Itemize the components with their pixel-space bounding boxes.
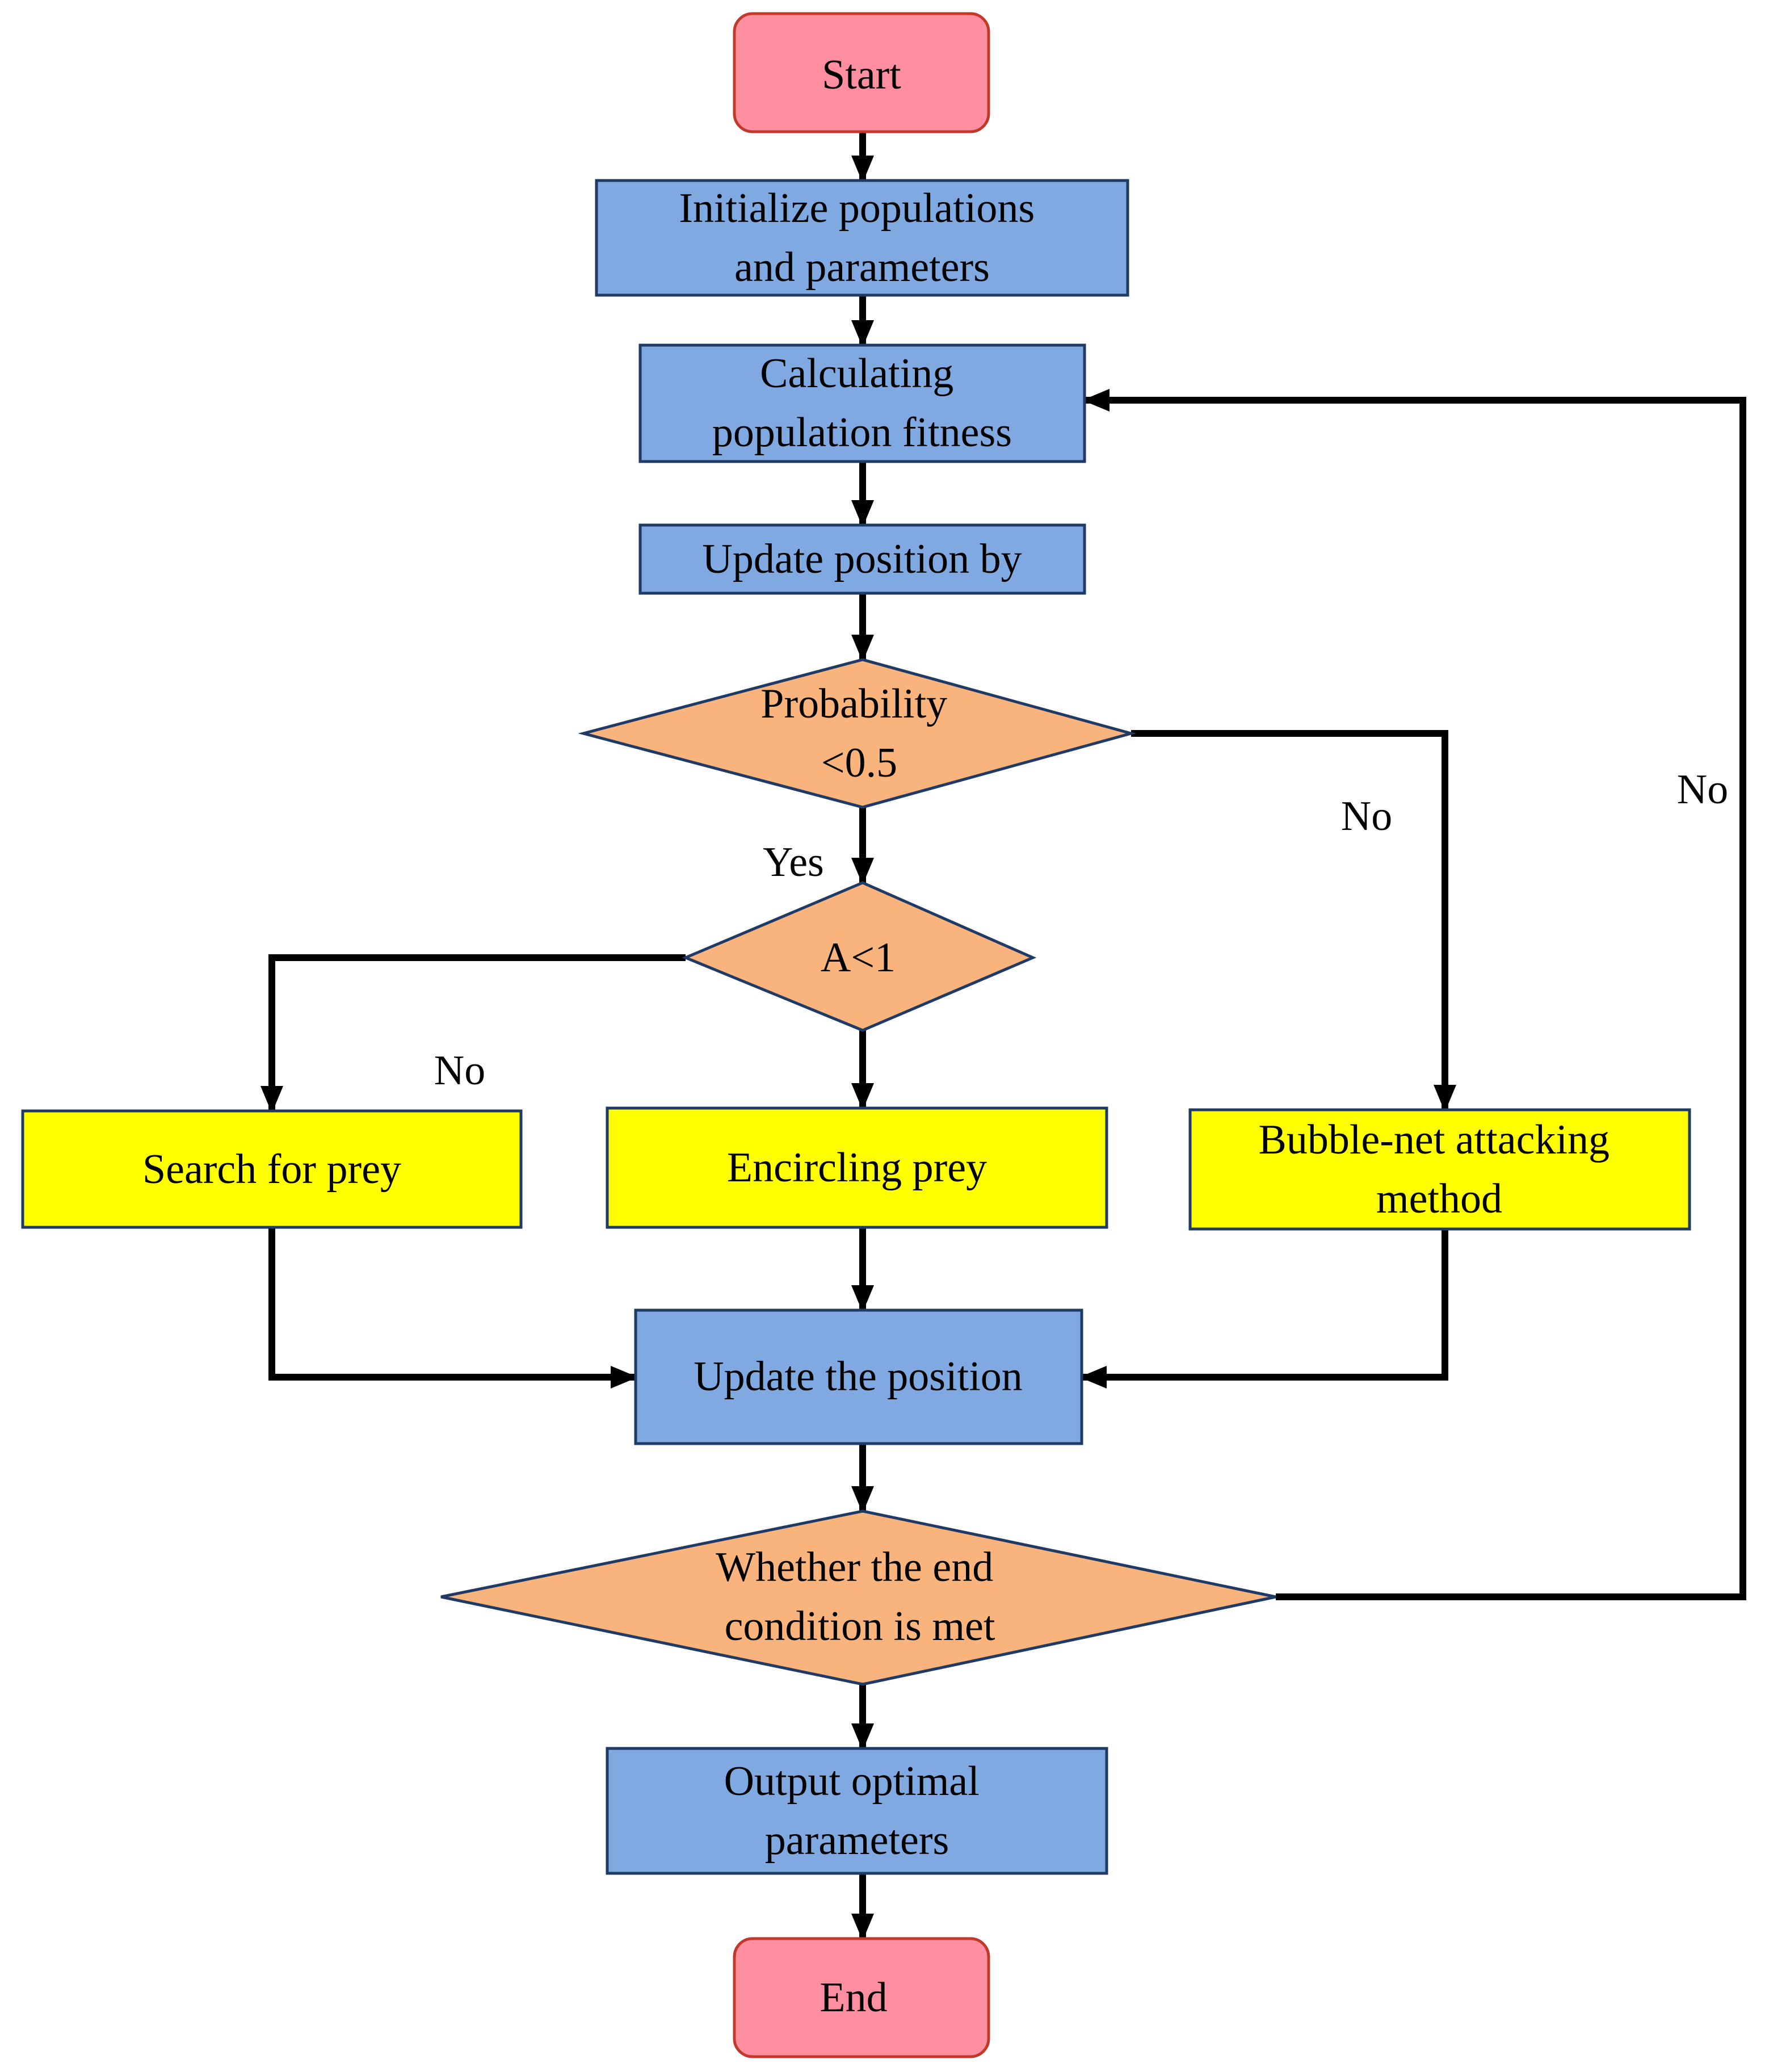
fitness-node-label: Calculating population fitness — [712, 350, 1012, 456]
update-by-node-label: Update position by — [702, 536, 1022, 582]
label-no-search: No — [434, 1047, 485, 1094]
start-node: Start — [733, 12, 990, 133]
probability-decision: Probability <0.5 — [578, 658, 1137, 809]
edge-bubble-to-update-pos — [1079, 1229, 1448, 1389]
edge-a-less-1-to-search — [260, 954, 686, 1113]
bubble-node: Bubble-net attacking method — [1188, 1108, 1691, 1231]
end-node: End — [733, 1937, 990, 2058]
edge-labels: Yes No No No — [434, 766, 1728, 1094]
end-condition-decision-label: Whether the end condition is met — [716, 1544, 1004, 1650]
init-node: Initialize populations and parameters — [595, 179, 1129, 297]
init-node-label: Initialize populations and parameters — [679, 185, 1045, 291]
update-by-node: Update position by — [638, 523, 1086, 595]
output-node-label: Output optimal parameters — [724, 1758, 990, 1864]
edge-search-to-update-pos — [268, 1227, 638, 1389]
search-node: Search for prey — [21, 1109, 523, 1229]
label-no-loop: No — [1677, 766, 1728, 813]
connectors — [260, 132, 1746, 1941]
encircling-node-label: Encircling prey — [727, 1144, 987, 1191]
output-node: Output optimal parameters — [606, 1747, 1108, 1875]
search-node-label: Search for prey — [142, 1146, 401, 1193]
encircling-node: Encircling prey — [606, 1106, 1108, 1229]
bubble-node-label: Bubble-net attacking method — [1258, 1117, 1620, 1222]
end-condition-decision: Whether the end condition is met — [440, 1509, 1276, 1686]
edge-end-condition-loop-to-fitness — [1082, 389, 1746, 1600]
label-no-bubble: No — [1341, 793, 1392, 840]
start-node-label: Start — [822, 52, 901, 98]
update-pos-node-label: Update the position — [694, 1353, 1023, 1400]
label-yes: Yes — [763, 839, 824, 886]
end-node-label: End — [820, 1974, 887, 2021]
edge-probability-to-bubble — [1131, 730, 1456, 1112]
a-less-1-decision: A<1 — [682, 881, 1037, 1032]
fitness-node: Calculating population fitness — [638, 343, 1086, 463]
update-pos-node: Update the position — [634, 1308, 1083, 1445]
a-less-1-decision-label: A<1 — [821, 934, 896, 981]
probability-decision-label: Probability <0.5 — [760, 681, 957, 786]
